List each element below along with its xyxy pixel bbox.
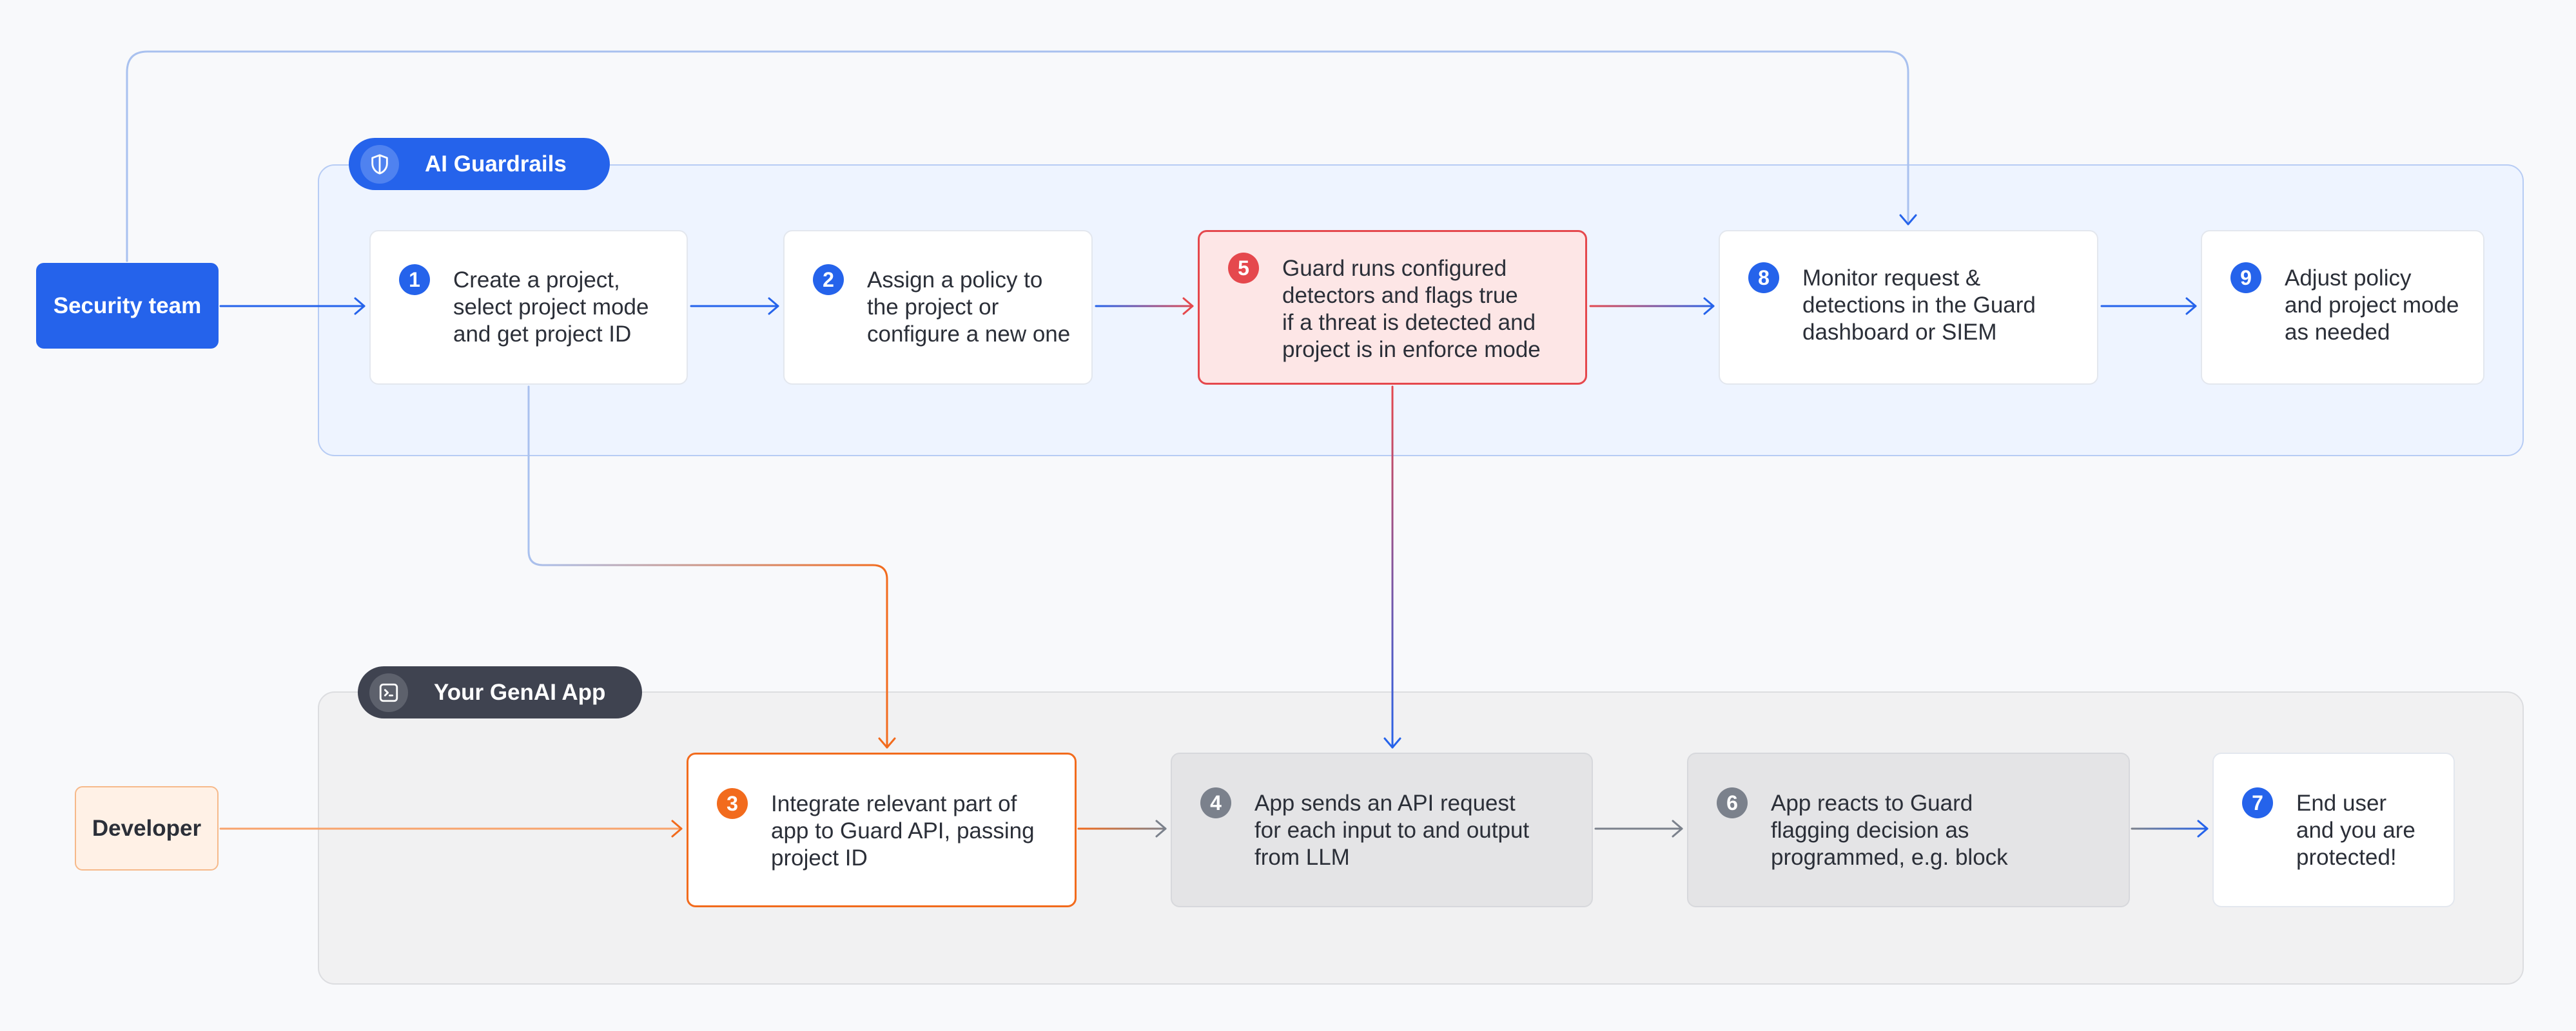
arrowhead-step9 xyxy=(2185,297,2197,315)
step-text: Integrate relevant part of app to Guard … xyxy=(771,791,1035,871)
ai-guardrails-title: AI Guardrails xyxy=(425,151,567,177)
arrowhead-step2 xyxy=(768,297,779,315)
step-text: App reacts to Guard flagging decision as… xyxy=(1771,791,2008,870)
step-number-badge: 4 xyxy=(1200,787,1231,818)
arrowhead-step4 xyxy=(1155,820,1167,838)
arrowhead-step5 xyxy=(1182,297,1194,315)
shield-icon xyxy=(360,144,399,184)
terminal-icon xyxy=(369,673,408,712)
arrowhead-step7 xyxy=(2197,820,2209,838)
genai-app-label: Your GenAI App xyxy=(358,666,642,718)
arrowhead-step4-top xyxy=(1383,737,1401,749)
arrowhead-step8-top xyxy=(1899,214,1917,226)
arrowhead-step3-left xyxy=(671,820,683,838)
step-text: Adjust policy and project mode as needed xyxy=(2285,265,2459,345)
genai-app-title: Your GenAI App xyxy=(434,679,606,705)
step-3-node: 3 Integrate relevant part of app to Guar… xyxy=(687,753,1077,907)
step-text: End user and you are protected! xyxy=(2296,791,2415,870)
connector-security-to-step8 xyxy=(126,50,1909,262)
arrowhead-step3-top xyxy=(878,737,896,749)
step-5-node: 5 Guard runs configured detectors and fl… xyxy=(1198,230,1587,385)
step-number-badge: 5 xyxy=(1228,253,1259,284)
step-1-node: 1 Create a project, select project mode … xyxy=(369,230,688,385)
developer-node: Developer xyxy=(75,786,219,871)
step-text: Monitor request & detections in the Guar… xyxy=(1802,265,2036,345)
step-text: Create a project, select project mode an… xyxy=(453,267,649,347)
step-text: Assign a policy to the project or config… xyxy=(867,267,1071,347)
step-text: Guard runs configured detectors and flag… xyxy=(1282,256,1541,362)
step-2-node: 2 Assign a policy to the project or conf… xyxy=(783,230,1093,385)
step-number-badge: 6 xyxy=(1717,787,1748,818)
security-team-node: Security team xyxy=(36,263,219,349)
arrowhead-step6 xyxy=(1672,820,1683,838)
step-8-node: 8 Monitor request & detections in the Gu… xyxy=(1719,230,2098,385)
connector-step1-to-step3 xyxy=(527,385,888,749)
step-4-node: 4 App sends an API request for each inpu… xyxy=(1171,753,1593,907)
step-7-node: 7 End user and you are protected! xyxy=(2212,753,2455,907)
step-6-node: 6 App reacts to Guard flagging decision … xyxy=(1687,753,2130,907)
step-number-badge: 8 xyxy=(1748,262,1779,293)
ai-guardrails-label: AI Guardrails xyxy=(349,138,610,190)
arrowhead-step8 xyxy=(1703,297,1715,315)
step-number-badge: 9 xyxy=(2230,262,2261,293)
arrowhead-step1 xyxy=(354,297,366,315)
step-number-badge: 1 xyxy=(399,264,430,295)
step-text: App sends an API request for each input … xyxy=(1254,791,1530,870)
step-9-node: 9 Adjust policy and project mode as need… xyxy=(2201,230,2484,385)
step-number-badge: 3 xyxy=(717,788,748,819)
step-number-badge: 2 xyxy=(813,264,844,295)
step-number-badge: 7 xyxy=(2242,787,2273,818)
